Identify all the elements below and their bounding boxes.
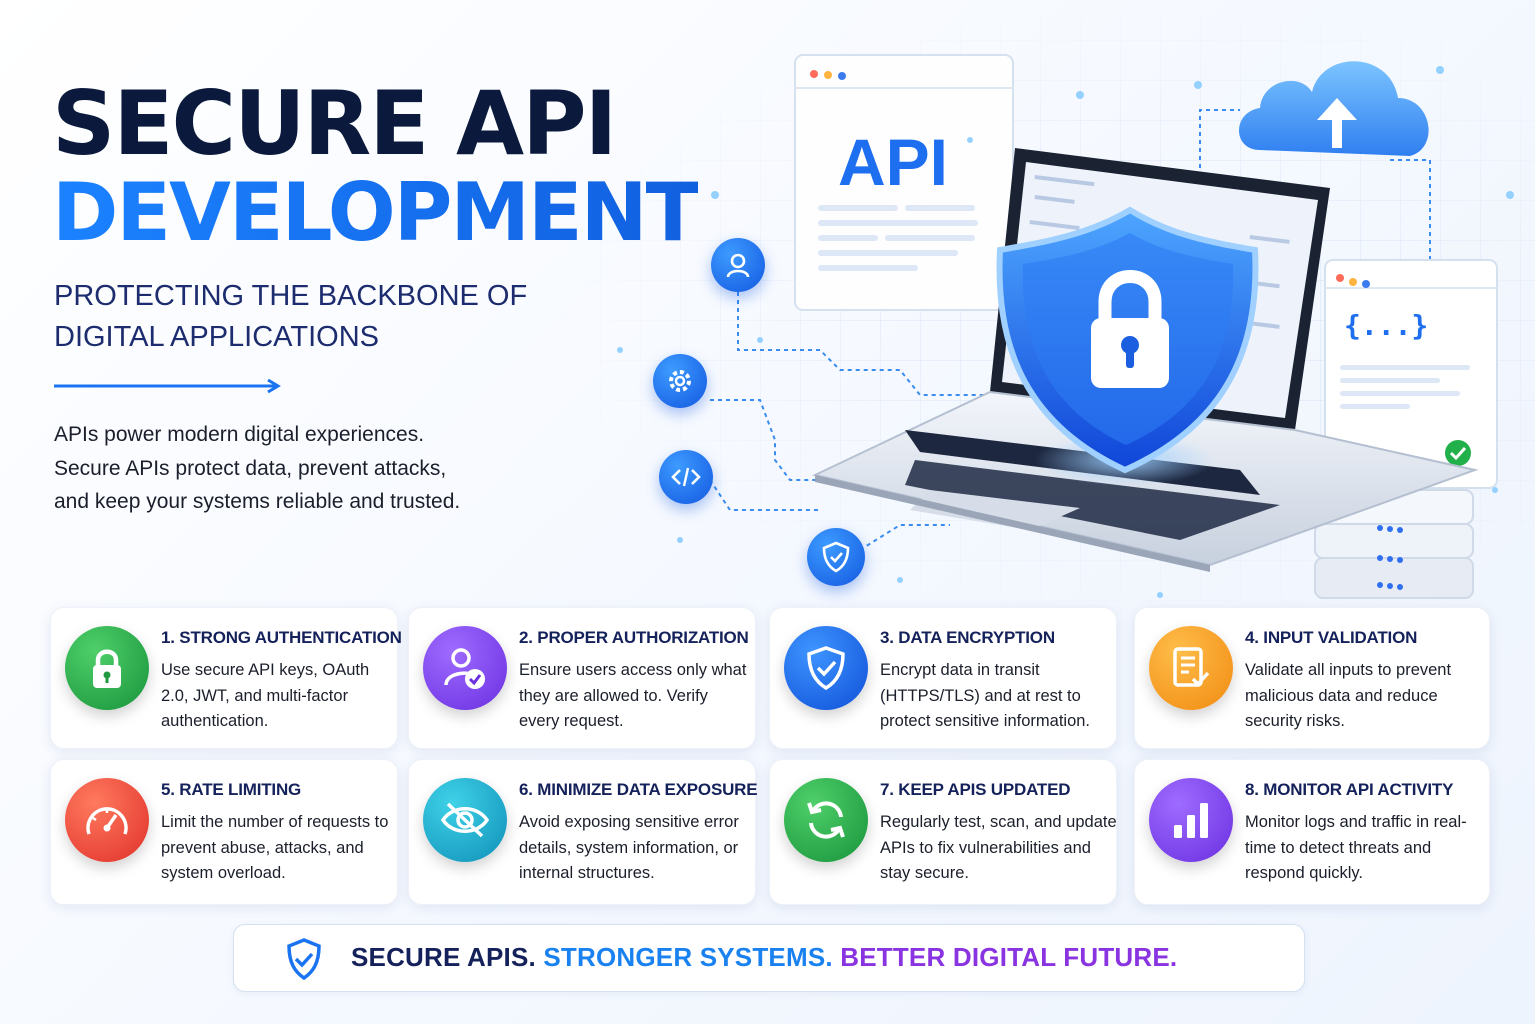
card-strong-authentication: 1. STRONG AUTHENTICATION Use secure API … [50, 607, 402, 749]
api-window-label: API [838, 125, 948, 199]
user-check-icon [423, 626, 507, 710]
refresh-icon [784, 778, 868, 862]
intro-line-3: and keep your systems reliable and trust… [54, 490, 461, 513]
lock-icon [65, 626, 149, 710]
user-icon [711, 238, 765, 292]
footer-part-1: SECURE APIS. [351, 942, 536, 972]
card-description: Ensure users access only what they are a… [519, 661, 747, 730]
card-input-validation: 4. INPUT VALIDATION Validate all inputs … [1134, 607, 1490, 749]
hero-illustration: API {...} [560, 20, 1535, 620]
eye-off-icon [423, 778, 507, 862]
card-data-encryption: 3. DATA ENCRYPTION Encrypt data in trans… [769, 607, 1117, 749]
card-title: 8. MONITOR API ACTIVITY [1245, 780, 1454, 799]
card-title: 6. MINIMIZE DATA EXPOSURE [519, 780, 758, 799]
card-description: Regularly test, scan, and update APIs to… [880, 813, 1117, 882]
arrow-divider-icon [54, 378, 281, 394]
card-title: 4. INPUT VALIDATION [1245, 628, 1418, 647]
subtitle-line-2: DIGITAL APPLICATIONS [54, 321, 379, 353]
card-description: Use secure API keys, OAuth 2.0, JWT, and… [161, 661, 370, 730]
shield-check-icon [287, 938, 321, 981]
footer-slogan: SECURE APIS. STRONGER SYSTEMS. BETTER DI… [351, 942, 1177, 973]
api-window: API [794, 54, 1014, 311]
card-keep-apis-updated: 7. KEEP APIS UPDATED Regularly test, sca… [769, 759, 1117, 905]
card-description: Encrypt data in transit (HTTPS/TLS) and … [880, 661, 1091, 730]
server-stack [1314, 489, 1474, 599]
speedometer-icon [65, 778, 149, 862]
title-line-1: SECURE API [52, 72, 617, 175]
footer-part-3: BETTER DIGITAL FUTURE. [840, 942, 1178, 972]
gear-icon [653, 354, 707, 408]
card-description: Monitor logs and traffic in real-time to… [1245, 813, 1467, 882]
title-line-2: DEVELOPMENT [52, 166, 700, 259]
card-title: 5. RATE LIMITING [161, 780, 302, 799]
card-rate-limiting: 5. RATE LIMITING Limit the number of req… [50, 759, 398, 905]
footer-part-2: STRONGER SYSTEMS. [543, 942, 833, 972]
card-description: Validate all inputs to prevent malicious… [1245, 661, 1452, 730]
cloud-upload-icon [1239, 61, 1429, 156]
intro-line-2: Secure APIs protect data, prevent attack… [54, 456, 447, 480]
subtitle: PROTECTING THE BACKBONE OF DIGITAL APPLI… [54, 276, 574, 358]
shield-lock-icon [996, 206, 1259, 474]
bar-chart-icon [1149, 778, 1233, 862]
card-monitor-api-activity: 8. MONITOR API ACTIVITY Monitor logs and… [1134, 759, 1490, 905]
card-title: 3. DATA ENCRYPTION [880, 628, 1055, 647]
footer-banner: SECURE APIS. STRONGER SYSTEMS. BETTER DI… [233, 924, 1305, 992]
card-title: 1. STRONG AUTHENTICATION [161, 628, 402, 647]
card-minimize-data-exposure: 6. MINIMIZE DATA EXPOSURE Avoid exposing… [408, 759, 758, 905]
document-check-icon [1149, 626, 1233, 710]
card-proper-authorization: 2. PROPER AUTHORIZATION Ensure users acc… [408, 607, 756, 749]
card-title: 7. KEEP APIS UPDATED [880, 780, 1071, 799]
laptop-security-illustration: API {...} [617, 54, 1514, 599]
card-description: Limit the number of requests to prevent … [161, 813, 389, 882]
shield-check-icon [784, 626, 868, 710]
subtitle-line-1: PROTECTING THE BACKBONE OF [54, 280, 528, 312]
code-window-label: {...} [1344, 309, 1428, 342]
card-description: Avoid exposing sensitive error details, … [519, 813, 739, 882]
code-icon [659, 450, 713, 504]
card-title: 2. PROPER AUTHORIZATION [519, 628, 749, 647]
intro-text: APIs power modern digital experiences. S… [54, 418, 534, 519]
intro-line-1: APIs power modern digital experiences. [54, 423, 425, 446]
shield-check-small-icon [807, 528, 865, 586]
